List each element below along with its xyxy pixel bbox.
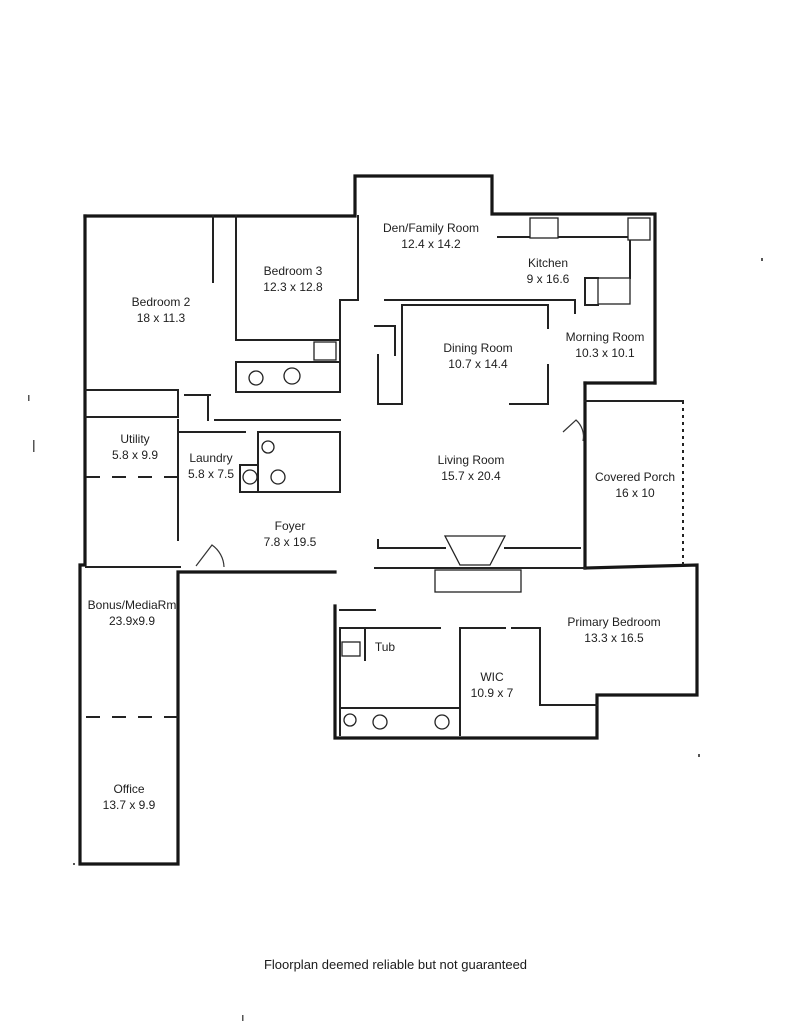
room-name: Laundry	[189, 451, 232, 465]
room-label-primary-bedroom: Primary Bedroom 13.3 x 16.5	[567, 615, 660, 645]
room-label-foyer: Foyer 7.8 x 19.5	[264, 519, 317, 549]
room-name: Dining Room	[443, 341, 512, 355]
room-label-bedroom-3: Bedroom 3 12.3 x 12.8	[263, 264, 323, 294]
room-name: Morning Room	[566, 330, 645, 344]
room-name: Office	[113, 782, 144, 796]
room-dims: 9 x 16.6	[527, 272, 570, 286]
scan-specks	[28, 258, 763, 1021]
room-label-wic: WIC 10.9 x 7	[471, 670, 514, 700]
room-dims: 7.8 x 19.5	[264, 535, 317, 549]
room-name: Covered Porch	[595, 470, 675, 484]
door-swings	[195, 419, 585, 568]
room-label-bonus-media-room: Bonus/MediaRm 23.9x9.9	[88, 598, 177, 628]
room-name: Bonus/MediaRm	[88, 598, 177, 612]
room-name: Kitchen	[528, 256, 568, 270]
interior-walls	[85, 215, 631, 736]
room-dims: 5.8 x 9.9	[112, 448, 158, 462]
room-label-bedroom-2: Bedroom 2 18 x 11.3	[132, 295, 191, 325]
room-dims: 12.3 x 12.8	[263, 280, 323, 294]
room-dims: 10.7 x 14.4	[448, 357, 508, 371]
room-name: Living Room	[438, 453, 505, 467]
room-label-office: Office 13.7 x 9.9	[103, 782, 156, 812]
room-name: Foyer	[275, 519, 306, 533]
room-label-kitchen: Kitchen 9 x 16.6	[527, 256, 570, 286]
room-dims: 16 x 10	[615, 486, 655, 500]
room-label-laundry: Laundry 5.8 x 7.5	[188, 451, 234, 481]
room-name: Bedroom 2	[132, 295, 191, 309]
room-name: WIC	[480, 670, 504, 684]
room-name: Den/Family Room	[383, 221, 479, 235]
exterior-walls	[78, 174, 699, 866]
room-label-utility: Utility 5.8 x 9.9	[112, 432, 158, 462]
room-dims: 23.9x9.9	[109, 614, 155, 628]
room-dims: 15.7 x 20.4	[441, 469, 501, 483]
covered-porch-outline	[584, 400, 684, 565]
bath-fixtures	[242, 217, 651, 730]
room-label-morning-room: Morning Room 10.3 x 10.1	[566, 330, 645, 360]
room-name: Primary Bedroom	[567, 615, 660, 629]
room-dims: 13.3 x 16.5	[584, 631, 644, 645]
room-label-den: Den/Family Room 12.4 x 14.2	[383, 221, 479, 251]
room-label-covered-porch: Covered Porch 16 x 10	[595, 470, 675, 500]
room-dims: 10.3 x 10.1	[575, 346, 635, 360]
room-label-dining-room: Dining Room 10.7 x 14.4	[443, 341, 512, 371]
room-dims: 13.7 x 9.9	[103, 798, 156, 812]
room-dims: 10.9 x 7	[471, 686, 514, 700]
tub-label: Tub	[375, 640, 396, 654]
room-label-living-room: Living Room 15.7 x 20.4	[438, 453, 505, 483]
room-dims: 12.4 x 14.2	[401, 237, 461, 251]
room-name: Utility	[120, 432, 149, 446]
room-dims: 5.8 x 7.5	[188, 467, 234, 481]
room-name: Bedroom 3	[264, 264, 323, 278]
room-dims: 18 x 11.3	[137, 311, 186, 325]
disclaimer-text: Floorplan deemed reliable but not guaran…	[263, 957, 528, 972]
